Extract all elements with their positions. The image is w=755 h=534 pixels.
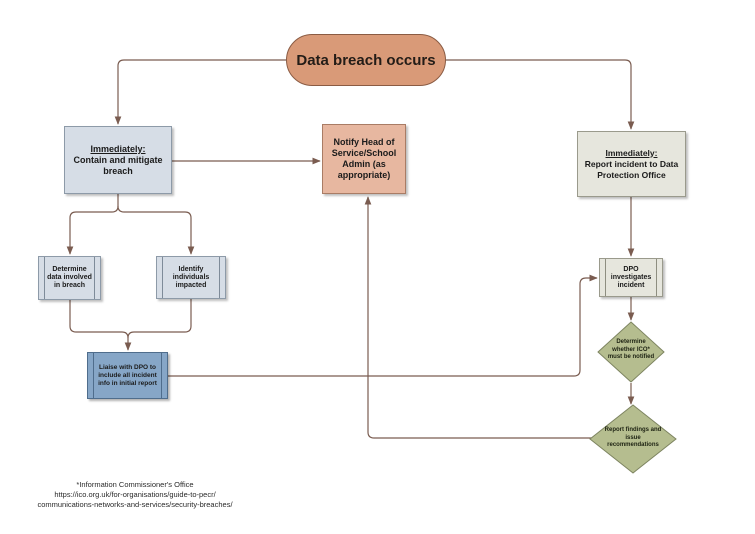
contain-text: Contain and mitigate breach (73, 154, 163, 176)
decision-diamond (597, 321, 665, 383)
dpo-investigates-text: DPO investigates incident (610, 265, 652, 289)
connector-contain-to-identify (117, 205, 195, 255)
connector-determine-to-liaise (69, 300, 132, 351)
identify-individuals-box: Identify individuals impacted (156, 256, 226, 299)
contain-heading: Immediately: (90, 143, 146, 154)
footnote-line-2: https://ico.org.uk/for-organisations/gui… (54, 490, 216, 499)
start-terminal: Data breach occurs (286, 34, 446, 86)
dpo-investigates-box: DPO investigates incident (599, 258, 663, 297)
connector-contain-split (66, 194, 119, 255)
findings-diamond (589, 404, 677, 474)
connector-liaise-to-dpo (168, 274, 598, 377)
footnote-line-1: *Information Commissioner's Office (76, 480, 194, 489)
findings-text: Report findings and issue recommendation… (604, 427, 662, 448)
decision-text: Determine whether ICO* must be notified (607, 339, 655, 360)
liaise-dpo-box: Liaise with DPO to include all incident … (87, 352, 168, 399)
report-heading: Immediately: (605, 147, 658, 158)
notify-text: Notify Head of Service/School Admin (as … (331, 137, 397, 180)
contain-mitigate-box: Immediately: Contain and mitigate breach (64, 126, 172, 194)
report-text: Report incident to Data Protection Offic… (584, 158, 679, 180)
footnote-line-3: communications-networks-and-services/sec… (37, 500, 233, 509)
connector-identify-to-liaise (127, 299, 192, 339)
footnote: *Information Commissioner's Office https… (30, 480, 240, 510)
start-label: Data breach occurs (296, 51, 436, 69)
connector-start-to-report (446, 59, 635, 130)
connector-start-to-contain (114, 59, 286, 125)
connector-findings-to-notify (364, 196, 595, 439)
liaise-text: Liaise with DPO to include all incident … (98, 363, 157, 387)
identify-text: Identify individuals impacted (172, 265, 210, 289)
report-dpo-box: Immediately: Report incident to Data Pro… (577, 131, 686, 197)
notify-head-box: Notify Head of Service/School Admin (as … (322, 124, 406, 194)
determine-data-box: Determine data involved in breach (38, 256, 101, 300)
determine-text: Determine data involved in breach (47, 266, 92, 289)
